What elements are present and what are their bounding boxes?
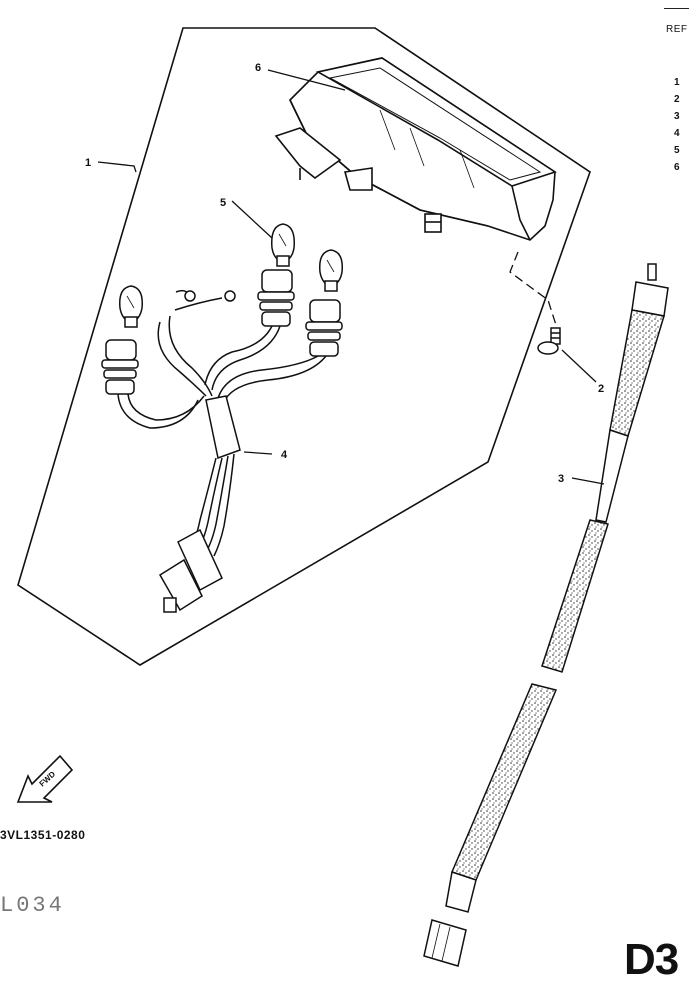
diagram-part-code: 3VL1351-0280: [0, 828, 86, 842]
reference-rule: [664, 8, 689, 9]
callout-5: 5: [220, 197, 226, 209]
bulb-right: [318, 249, 344, 292]
reference-column: REF 1 2 3 4 5 6: [664, 0, 689, 185]
reference-number: 2: [674, 94, 680, 105]
reference-number: 1: [674, 77, 680, 88]
speedometer-cable: [423, 263, 669, 967]
page-code: D3: [624, 935, 679, 984]
callout-6: 6: [255, 62, 261, 74]
stamp-code: L034: [0, 893, 65, 918]
callout-4: 4: [281, 449, 288, 461]
wire-harness: [101, 269, 343, 613]
meter-housing: [274, 57, 557, 241]
leader-lines: [97, 69, 605, 485]
reference-number: 5: [674, 145, 680, 156]
forward-arrow-icon: FWD: [14, 752, 76, 810]
alignment-dashed-line: [509, 251, 557, 326]
bulb-top: [270, 223, 296, 267]
callout-1: 1: [85, 157, 91, 169]
reference-number: 4: [674, 128, 680, 139]
callout-3: 3: [558, 473, 564, 485]
reference-number: 6: [674, 162, 680, 173]
screw: [537, 327, 561, 355]
reference-number: 3: [674, 111, 680, 122]
callout-2: 2: [598, 383, 604, 395]
assembly-group-outline: [17, 27, 591, 666]
reference-header: REF: [666, 24, 688, 35]
bulb-left: [118, 285, 144, 328]
